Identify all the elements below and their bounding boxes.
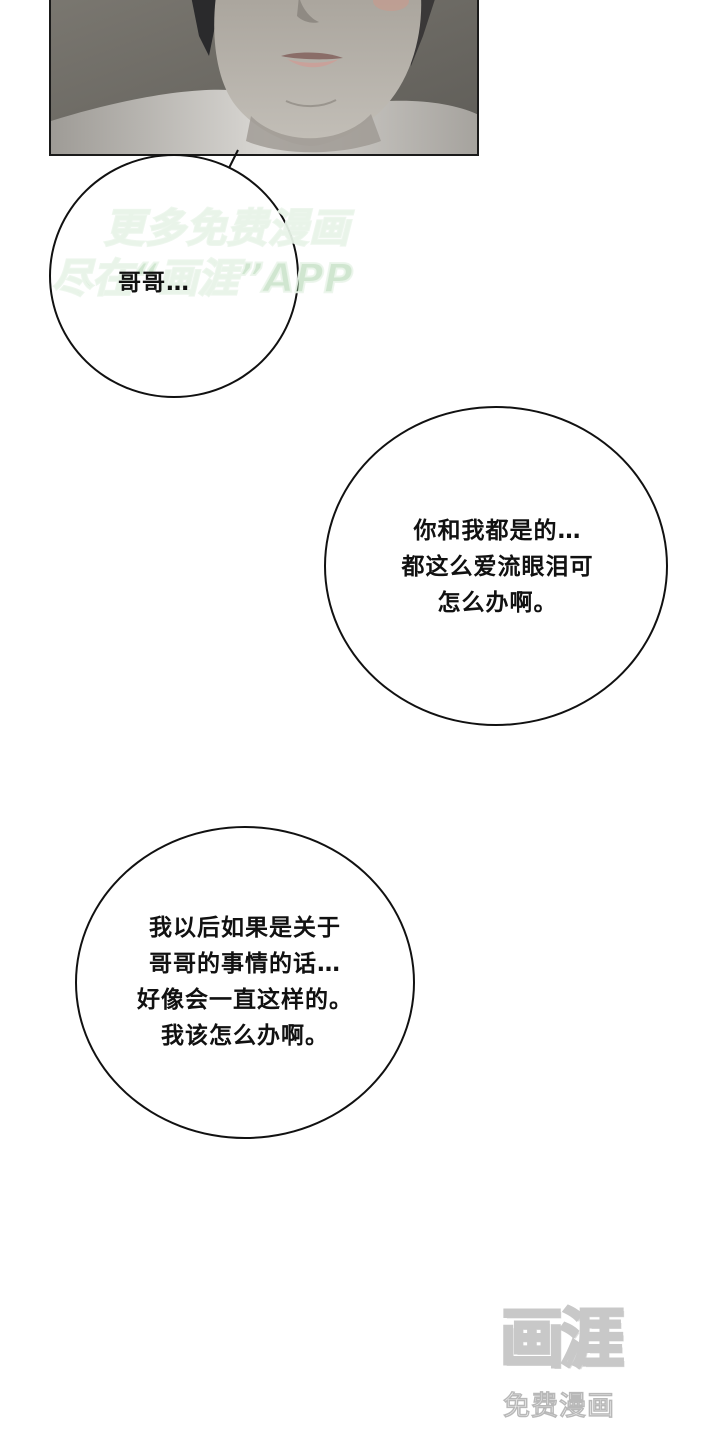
comic-panel-face	[49, 0, 479, 156]
bubble-2-line: 都这么爱流眼泪可	[401, 554, 594, 580]
bubble-1-text: 哥哥…	[118, 265, 190, 301]
bubble-2-line: 怎么办啊。	[437, 590, 558, 616]
speech-bubble-3	[75, 826, 415, 1139]
bubble-3-line: 我该怎么办啊。	[161, 1023, 329, 1049]
bubble-3-line: 好像会一直这样的。	[137, 987, 353, 1013]
watermark-logo: 画涯	[499, 1303, 626, 1377]
bubble-2-text: 你和我都是的… 都这么爱流眼泪可 怎么办啊。	[370, 513, 625, 621]
watermark-subtitle: 免费漫画	[502, 1390, 615, 1423]
bubble-3-line: 我以后如果是关于	[149, 915, 341, 941]
bubble-2-line: 你和我都是的…	[413, 518, 582, 544]
character-face-illustration	[51, 0, 477, 154]
bubble-3-line: 哥哥的事情的话…	[149, 951, 341, 977]
speech-bubble-2	[324, 406, 668, 726]
speech-tail	[228, 149, 239, 169]
bubble-3-text: 我以后如果是关于 哥哥的事情的话… 好像会一直这样的。 我该怎么办啊。	[105, 910, 385, 1054]
speech-bubble-1	[49, 154, 299, 398]
bubble-1-line: 哥哥…	[118, 270, 190, 296]
